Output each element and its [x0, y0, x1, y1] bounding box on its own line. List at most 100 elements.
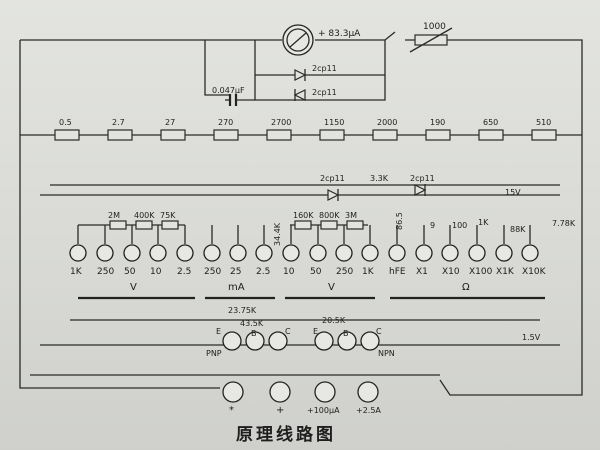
pnp-label: PNP [206, 349, 222, 358]
range-terminal[interactable] [309, 244, 327, 262]
svg-text:23.75K: 23.75K [228, 306, 257, 315]
svg-text:1.5V: 1.5V [522, 333, 541, 342]
divider-resistor [425, 129, 451, 141]
svg-text:2cp11: 2cp11 [312, 64, 337, 73]
wire-top-left [20, 39, 230, 96]
range-terminal[interactable] [149, 244, 167, 262]
range-terminal[interactable] [468, 244, 486, 262]
voltage-resistor [294, 220, 312, 230]
range-terminal[interactable] [123, 244, 141, 262]
divider-resistor [319, 129, 345, 141]
divider-resistor [478, 129, 504, 141]
range-terminal-label: X1K [496, 267, 515, 277]
voltage-resistor [320, 220, 338, 230]
range-terminal-label: 25 [230, 267, 241, 277]
range-terminal[interactable] [255, 244, 273, 262]
range-terminal[interactable] [176, 244, 194, 262]
group-ma: mA [228, 282, 245, 293]
svg-text:2cp11: 2cp11 [320, 174, 345, 183]
divider-resistor [266, 129, 292, 141]
divider-resistor [372, 129, 398, 141]
pnp-socket-b [245, 331, 265, 351]
range-terminal[interactable] [282, 244, 300, 262]
range-terminal-label: 2.5 [177, 267, 191, 277]
range-terminal-label: 250 [336, 267, 353, 277]
range-terminal[interactable] [229, 244, 247, 262]
capacitor-label: 0.047μF [212, 86, 245, 95]
divider-resistor-label: 2000 [377, 118, 397, 127]
range-terminal-label: X1 [416, 267, 428, 277]
range-terminal-label: 10 [283, 267, 295, 277]
svg-text:75K: 75K [160, 211, 176, 220]
range-terminal-label: 250 [97, 267, 114, 277]
svg-text:+2.5A: +2.5A [356, 406, 381, 415]
wire-left-frame [19, 40, 220, 389]
svg-text:15V: 15V [505, 188, 521, 197]
divider-resistor [107, 129, 133, 141]
range-terminal[interactable] [96, 244, 114, 262]
svg-text:2cp11: 2cp11 [410, 174, 435, 183]
divider-resistor-label: 270 [218, 118, 233, 127]
pnp-socket-e [222, 331, 242, 351]
range-terminal-label: 1K [70, 267, 83, 277]
range-terminal[interactable] [521, 244, 539, 262]
svg-text:86.5: 86.5 [395, 212, 404, 230]
voltage-resistor [109, 220, 127, 230]
svg-text:B: B [343, 329, 349, 338]
divider-resistor-label: 1150 [324, 118, 344, 127]
svg-text:B: B [251, 329, 257, 338]
pnp-socket-c [268, 331, 288, 351]
range-terminal-label: hFE [389, 267, 406, 277]
svg-text:C: C [376, 327, 382, 336]
range-terminal-label: X100 [469, 267, 493, 277]
range-terminal[interactable] [415, 244, 433, 262]
range-terminal-label: 2.5 [256, 267, 270, 277]
jack-common [222, 381, 244, 403]
svg-text:7.78K: 7.78K [552, 219, 576, 228]
group-v-ac: V [130, 282, 137, 293]
svg-text:3M: 3M [345, 211, 357, 220]
range-terminal[interactable] [441, 244, 459, 262]
svg-text:C: C [285, 327, 291, 336]
resistor-1000-label: 1000 [423, 22, 446, 32]
svg-text:800K: 800K [319, 211, 340, 220]
svg-text:E: E [313, 327, 318, 336]
divider-resistor-label: 650 [483, 118, 498, 127]
range-terminal-label: X10K [522, 267, 547, 277]
svg-text:100: 100 [452, 221, 467, 230]
range-terminal-label: 1K [362, 267, 375, 277]
divider-resistor-label: 510 [536, 118, 551, 127]
svg-text:160K: 160K [293, 211, 314, 220]
range-terminal[interactable] [69, 244, 87, 262]
group-ohm: Ω [462, 282, 470, 293]
diode-2cp11-upper [294, 69, 307, 81]
divider-resistor [213, 129, 239, 141]
svg-text:E: E [216, 327, 221, 336]
npn-socket-e [314, 331, 334, 351]
voltage-resistor [161, 220, 179, 230]
range-terminal-label: 250 [204, 267, 221, 277]
jack-2-5a [357, 381, 379, 403]
divider-resistor-label: 27 [165, 118, 175, 127]
range-terminal[interactable] [495, 244, 513, 262]
diode-2cp11-lower [293, 89, 306, 101]
range-terminal-label: X10 [442, 267, 460, 277]
svg-text:+100μA: +100μA [307, 406, 340, 415]
divider-resistor-label: 190 [430, 118, 445, 127]
npn-label: NPN [378, 349, 395, 358]
svg-text:*: * [229, 405, 234, 416]
range-terminal[interactable] [361, 244, 379, 262]
svg-text:400K: 400K [134, 211, 155, 220]
range-terminal-label: 10 [150, 267, 162, 277]
svg-text:9: 9 [430, 221, 435, 230]
npn-socket-b [337, 331, 357, 351]
range-terminal[interactable] [203, 244, 221, 262]
group-v-dc: V [328, 282, 335, 293]
range-terminal[interactable] [335, 244, 353, 262]
range-terminal[interactable] [388, 244, 406, 262]
svg-text:34.4K: 34.4K [273, 222, 282, 246]
voltage-resistor [346, 220, 364, 230]
svg-text:1K: 1K [478, 218, 489, 227]
meter-label: + 83.3μA [318, 29, 361, 39]
